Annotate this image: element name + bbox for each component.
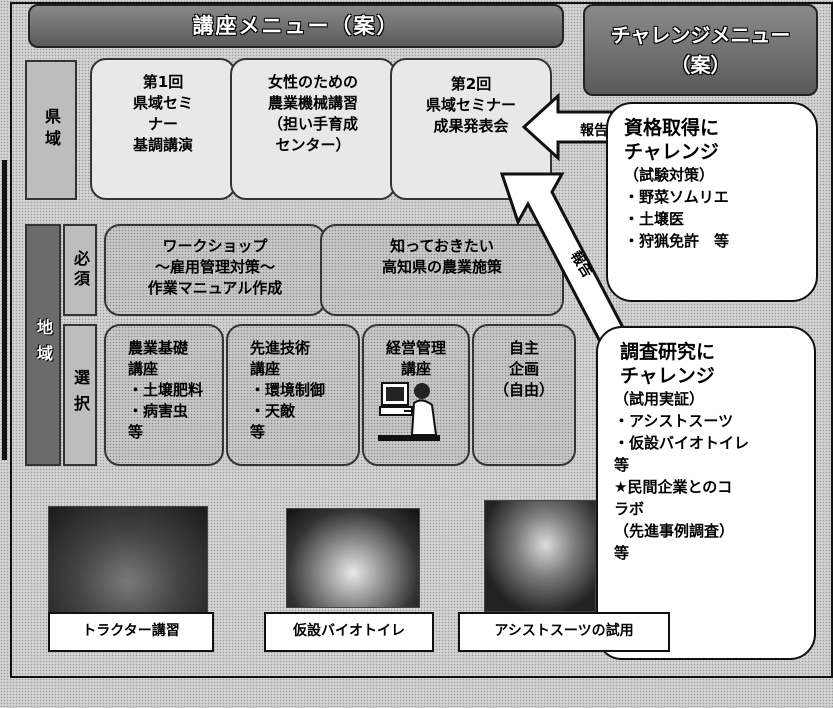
qualification-challenge-body: （試験対策） ・野菜ソムリエ ・土壌医 ・狩猟免許 等 — [624, 166, 730, 250]
course-advanced-tech: 先進技術 講座 ・環境制御 ・天敵 等 — [226, 324, 360, 466]
report-label-1: 報告 — [580, 123, 608, 139]
outer-frame — [10, 2, 833, 678]
bio-toilet-photo — [286, 508, 420, 608]
course-agri-basics: 農業基礎 講座 ・土壌肥料 ・病害虫 等 — [104, 324, 224, 466]
course-menu-title: 講座メニュー（案） — [28, 4, 564, 48]
left-edge-line — [2, 160, 7, 460]
course-kochi-policy: 知っておきたい 高知県の農業施策 — [320, 224, 564, 316]
label-regional: 地域 — [25, 224, 61, 466]
assist-caption: アシストスーツの試用 — [458, 612, 670, 652]
course-workshop: ワークショップ ～雇用管理対策～ 作業マニュアル作成 — [104, 224, 326, 316]
research-challenge-box: 調査研究に チャレンジ （試用実証） ・アシストスーツ ・仮設バイオトイレ 等 … — [596, 326, 816, 660]
research-challenge-body: （試用実証） ・アシストスーツ ・仮設バイオトイレ 等 ★民間企業とのコ ラボ … — [614, 390, 750, 562]
label-elective: 選択 — [63, 324, 97, 466]
challenge-title-line1: チャレンジメニュー — [610, 23, 791, 47]
toilet-caption: 仮設バイオトイレ — [264, 612, 434, 652]
course-women-machinery: 女性のための 農業機械講習 （担い手育成 センター） — [230, 58, 396, 200]
course-management: 経営管理 講座 — [362, 324, 470, 466]
research-challenge-title: 調査研究に チャレンジ — [620, 341, 716, 387]
label-prefecture: 県域 — [25, 60, 77, 200]
assist-suit-photo — [484, 500, 596, 612]
challenge-title-line2: （案） — [670, 53, 731, 77]
course-seminar-keynote: 第1回 県域セミ ナー 基調講演 — [90, 58, 236, 200]
qualification-challenge-title: 資格取得に チャレンジ — [624, 117, 720, 163]
label-required: 必須 — [63, 224, 97, 316]
computer-user-illustration — [378, 382, 440, 441]
qualification-challenge-box: 資格取得に チャレンジ （試験対策） ・野菜ソムリエ ・土壌医 ・狩猟免許 等 — [606, 102, 818, 302]
tractor-caption: トラクター講習 — [48, 612, 214, 652]
challenge-menu-title: チャレンジメニュー （案） — [583, 4, 818, 96]
tractor-photo — [48, 506, 208, 614]
course-self-planned: 自主 企画 （自由） — [472, 324, 576, 466]
